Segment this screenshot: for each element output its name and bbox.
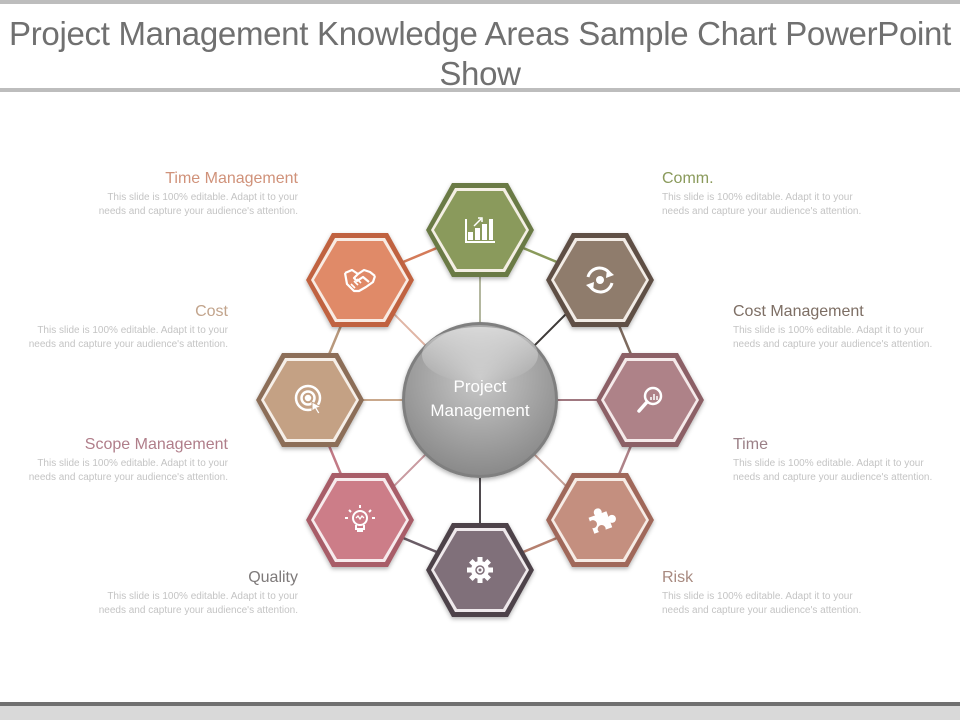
label-heading: Time Management (165, 170, 298, 187)
label-heading: Cost Management (733, 303, 864, 320)
label-description: This slide is 100% editable. Adapt it to… (662, 591, 862, 616)
label-description: This slide is 100% editable. Adapt it to… (28, 325, 228, 350)
hex-node-comm (426, 183, 534, 277)
target-cursor-icon (294, 384, 323, 415)
label-scope-management: Scope Management This slide is 100% edit… (28, 435, 228, 484)
puzzle-piece-icon (588, 508, 616, 534)
label-description: This slide is 100% editable. Adapt it to… (98, 591, 298, 616)
hex-node-cost-management (546, 233, 654, 327)
center-sphere (402, 322, 558, 478)
title-divider (0, 88, 960, 92)
label-risk: Risk This slide is 100% editable. Adapt … (662, 568, 862, 617)
hex-node-time-management (306, 233, 414, 327)
hex-node-time (596, 353, 704, 447)
magnifier-chart-icon (637, 386, 663, 413)
label-description: This slide is 100% editable. Adapt it to… (733, 325, 933, 350)
lightbulb-icon (345, 505, 375, 532)
top-border (0, 0, 960, 4)
footer-bar (0, 706, 960, 720)
label-cost-management: Cost Management This slide is 100% edita… (733, 302, 933, 351)
label-description: This slide is 100% editable. Adapt it to… (28, 458, 228, 483)
bar-chart-growth-icon (465, 217, 495, 243)
center-label: Project Management (403, 375, 557, 423)
label-description: This slide is 100% editable. Adapt it to… (733, 458, 933, 483)
label-description: This slide is 100% editable. Adapt it to… (662, 192, 862, 217)
label-heading: Scope Management (84, 436, 228, 453)
label-cost: Cost This slide is 100% editable. Adapt … (28, 302, 228, 351)
label-time-management: Time Management This slide is 100% edita… (98, 169, 298, 218)
handshake-icon (343, 268, 377, 293)
footer-border (0, 702, 960, 706)
center-label-line2: Management (430, 401, 530, 420)
hex-node-quality (426, 523, 534, 617)
label-heading: Quality (248, 569, 298, 586)
label-heading: Comm. (662, 170, 714, 187)
label-heading: Cost (195, 303, 228, 320)
center-label-line1: Project (453, 377, 507, 396)
label-heading: Time (733, 436, 768, 453)
slide-title: Project Management Knowledge Areas Sampl… (9, 15, 951, 92)
hex-node-cost (256, 353, 364, 447)
label-time: Time This slide is 100% editable. Adapt … (733, 435, 933, 484)
hex-node-scope-management (306, 473, 414, 567)
cog-icon (467, 557, 493, 583)
label-comm: Comm. This slide is 100% editable. Adapt… (662, 169, 862, 218)
gear-refresh-icon (586, 266, 614, 294)
label-description: This slide is 100% editable. Adapt it to… (98, 192, 298, 217)
hex-node-risk (546, 473, 654, 567)
label-quality: Quality This slide is 100% editable. Ada… (98, 568, 298, 617)
label-heading: Risk (662, 569, 694, 586)
